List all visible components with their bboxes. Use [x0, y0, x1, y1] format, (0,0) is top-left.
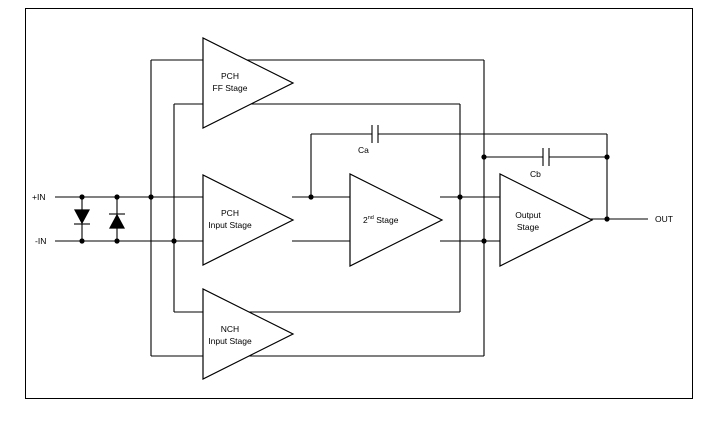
- label-pch-input-line2: Input Stage: [208, 220, 252, 230]
- label-pch-input-line1: PCH: [221, 208, 239, 218]
- pch-ff-stage-triangle: [202, 37, 295, 129]
- label-output-line1: Output: [515, 210, 541, 220]
- label-pch-ff-line2: FF Stage: [213, 83, 248, 93]
- label-ca: Ca: [358, 145, 369, 155]
- diagram-frame: [25, 8, 693, 399]
- junction-dots: [79, 154, 610, 244]
- label-out: OUT: [655, 214, 673, 224]
- label-pch-ff-line1: PCH: [221, 71, 239, 81]
- second-stage-triangle: [349, 173, 444, 267]
- nch-input-stage-triangle: [202, 288, 295, 380]
- label-second-stage: 2nd Stage: [363, 215, 399, 225]
- pch-input-stage-triangle: [202, 174, 295, 266]
- capacitor-cb: [542, 148, 550, 166]
- label-cb: Cb: [530, 169, 541, 179]
- diode-down: [73, 209, 91, 225]
- label-in-plus: +IN: [32, 192, 45, 202]
- label-in-minus: -IN: [35, 236, 46, 246]
- diode-up: [108, 213, 126, 229]
- output-stage-triangle: [499, 173, 594, 267]
- label-nch-input-line2: Input Stage: [208, 336, 252, 346]
- label-output-line2: Stage: [517, 222, 539, 232]
- capacitor-ca: [371, 125, 379, 143]
- label-nch-input-line1: NCH: [221, 324, 239, 334]
